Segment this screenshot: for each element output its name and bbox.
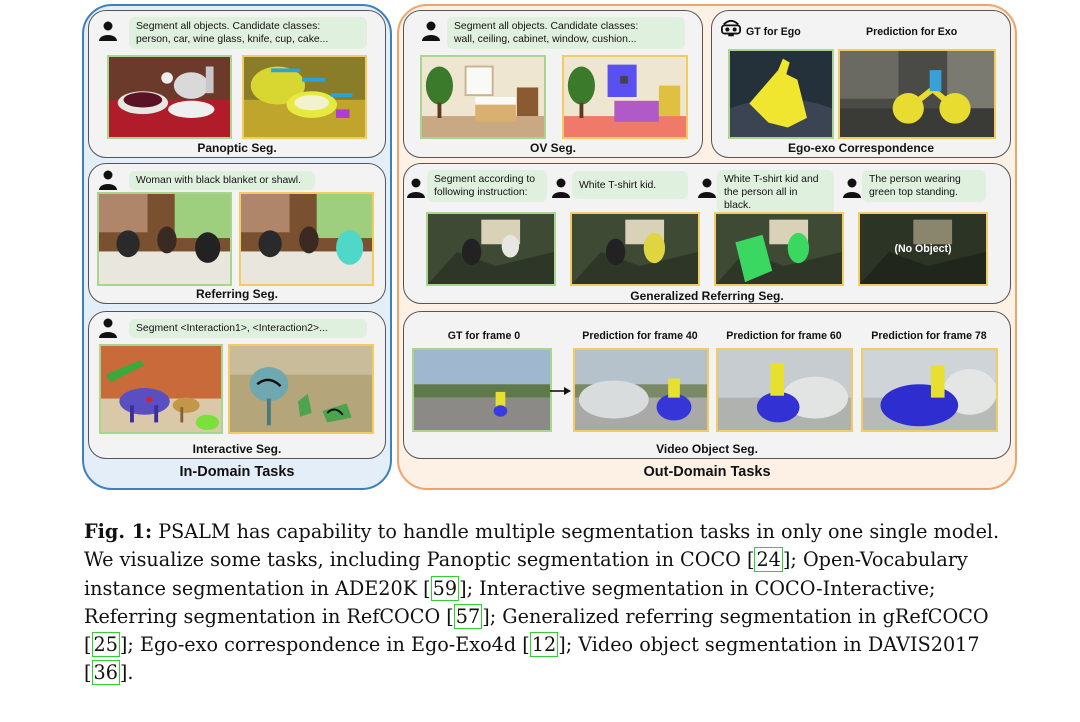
gref-result-image-2	[714, 212, 844, 286]
citation-link[interactable]: 24	[754, 547, 783, 573]
egoexo-pred-label: Prediction for Exo	[866, 26, 958, 38]
vos-frame0-label: GT for frame 0	[447, 330, 521, 342]
caption-text: PSALM has capability to handle multiple …	[84, 520, 1000, 572]
user-icon	[407, 178, 425, 198]
caption-text: ; Open-Vocabulary instance segmentation …	[84, 548, 968, 600]
user-icon	[843, 178, 861, 198]
vos-frame78-image	[861, 348, 998, 432]
referring-input-image	[97, 192, 232, 286]
figure-label: Fig. 1:	[84, 520, 153, 543]
gref-result-image-3: (No Object)	[858, 212, 988, 286]
gref-prompt-3: White T-shirt kid and the person all in …	[717, 170, 834, 215]
no-object-label: (No Object)	[894, 243, 952, 255]
panoptic-panel: Segment all objects. Candidate classes: …	[88, 10, 386, 158]
ov-result-image	[562, 55, 688, 139]
vos-title: Video Object Seg.	[656, 442, 758, 456]
citation-link[interactable]: 12	[529, 632, 559, 658]
vos-frame40-label: Prediction for frame 40	[582, 330, 698, 342]
out-domain-title: Out-Domain Tasks	[643, 464, 771, 480]
user-icon	[698, 178, 716, 198]
figure-caption: Fig. 1: PSALM has capability to handle m…	[84, 520, 1000, 686]
caption-text: ; Video object segmentation in DAVIS2017	[565, 633, 980, 657]
citation-link[interactable]: 36	[91, 660, 120, 686]
ov-prompt: Segment all objects. Candidate classes: …	[447, 17, 685, 49]
panoptic-result-image	[242, 55, 367, 139]
ego-image	[728, 49, 834, 139]
vos-frame60-image	[716, 348, 853, 432]
referring-result-image	[239, 192, 374, 286]
gref-prompt-instruction: Segment according to following instructi…	[427, 170, 547, 202]
user-icon	[422, 21, 440, 41]
gref-prompt-2: White T-shirt kid.	[572, 171, 688, 199]
gref-result-image-1	[570, 212, 700, 286]
citation-link[interactable]: 57	[453, 603, 483, 629]
panoptic-input-image	[107, 55, 232, 139]
panoptic-prompt: Segment all objects. Candidate classes: …	[129, 17, 367, 49]
caption-text: ; Generalized referring segmentation in …	[489, 604, 989, 628]
vr-headset-icon	[721, 19, 741, 37]
user-icon	[99, 21, 117, 41]
gref-input-image	[426, 212, 556, 286]
ov-input-image	[420, 55, 546, 139]
user-icon	[552, 178, 570, 198]
vos-frame0-image	[412, 348, 552, 432]
referring-title: Referring Seg.	[195, 287, 279, 301]
citation-link[interactable]: 25	[91, 632, 120, 658]
ov-panel: Segment all objects. Candidate classes: …	[403, 10, 703, 158]
interactive-result-image	[228, 344, 374, 434]
vos-frame78-label: Prediction for frame 78	[871, 330, 987, 342]
vos-frame40-image	[573, 348, 709, 432]
vos-frame60-label: Prediction for frame 60	[726, 330, 842, 342]
referring-prompt: Woman with black blanket or shawl.	[129, 171, 315, 190]
egoexo-gt-label: GT for Ego	[746, 26, 801, 38]
interactive-prompt: Segment <Interaction1>, <Interaction2>..…	[129, 319, 367, 338]
ov-title: OV Seg.	[529, 141, 576, 155]
gref-title: Generalized Referring Seg.	[630, 289, 784, 303]
exo-image	[838, 49, 996, 139]
caption-text: .	[127, 661, 134, 685]
interactive-input-image	[99, 344, 223, 434]
user-icon	[99, 170, 117, 190]
vos-panel: GT for frame 0 Prediction for frame 40 P…	[403, 311, 1011, 459]
caption-text: ; Ego-exo correspondence in Ego-Exo4d	[127, 633, 523, 657]
arrow-icon	[550, 387, 571, 395]
caption-text: ; Interactive segmentation in COCO-Inter…	[84, 576, 936, 628]
egoexo-title: Ego-exo Correspondence	[787, 141, 935, 155]
citation-link[interactable]: 59	[430, 575, 460, 601]
interactive-title: Interactive Seg.	[192, 442, 282, 456]
interactive-panel: Segment <Interaction1>, <Interaction2>..…	[88, 311, 386, 459]
user-icon	[99, 318, 117, 338]
referring-panel: Woman with black blanket or shawl. Refer…	[88, 163, 386, 304]
egoexo-panel: GT for Ego Prediction for Exo Ego-exo Co…	[711, 10, 1011, 158]
panoptic-title: Panoptic Seg.	[197, 141, 277, 155]
gref-prompt-4: The person wearing green top standing.	[862, 170, 986, 202]
gref-panel: Segment according to following instructi…	[403, 163, 1011, 304]
in-domain-title: In-Domain Tasks	[179, 464, 295, 480]
